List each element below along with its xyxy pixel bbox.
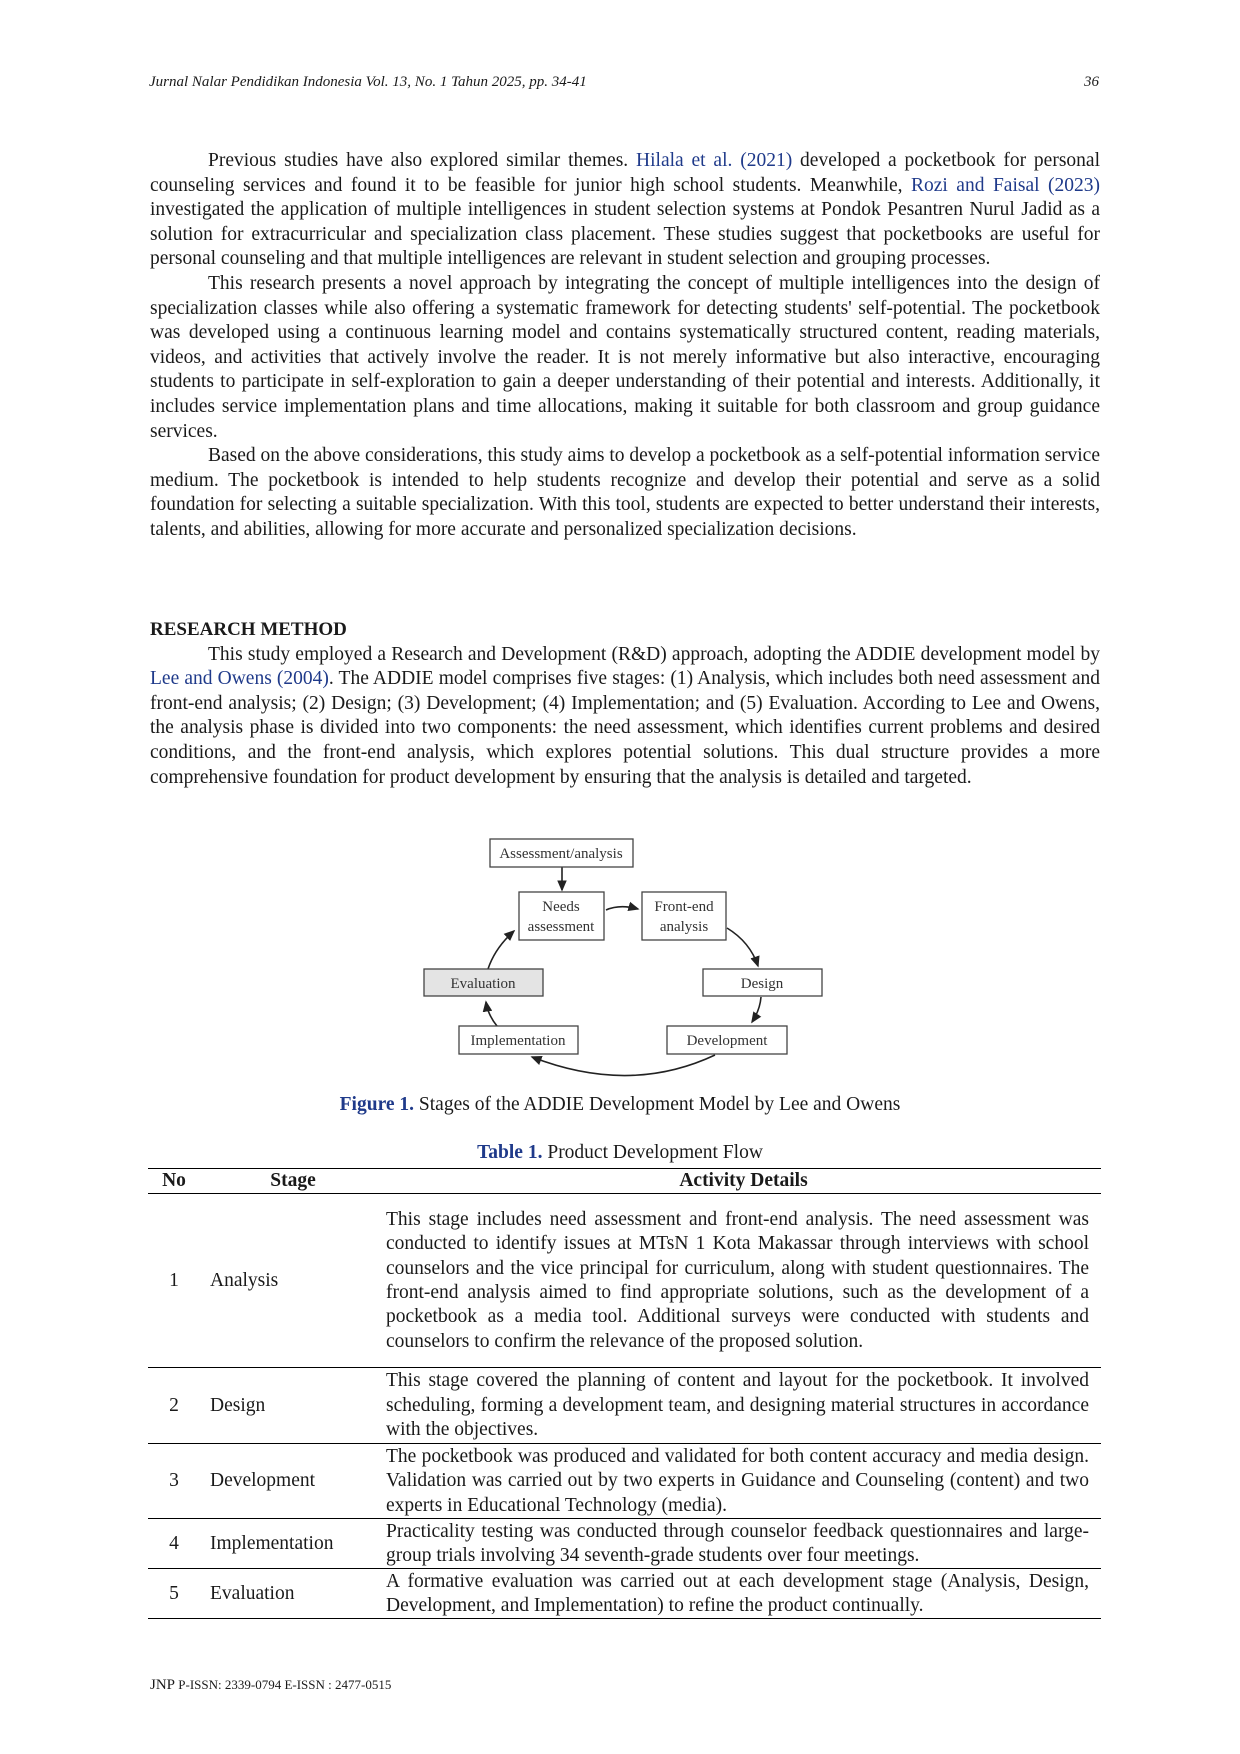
header-stage: Stage bbox=[200, 1167, 386, 1195]
caption-label: Figure 1. bbox=[339, 1094, 415, 1115]
paragraph: This study employed a Research and Devel… bbox=[150, 643, 1100, 791]
node-development-box bbox=[666, 1025, 788, 1055]
paragraph: Previous studies have also explored simi… bbox=[150, 149, 1100, 272]
page-number: 36 bbox=[1084, 74, 1099, 90]
node-frontend: analysis bbox=[660, 919, 708, 935]
citation-link[interactable]: Rozi and Faisal (2023) bbox=[911, 174, 1100, 196]
node-development: Development bbox=[687, 1033, 769, 1049]
node-assessment: Assessment/analysis bbox=[499, 846, 622, 862]
header-activity: Activity Details bbox=[386, 1167, 1101, 1195]
caption-text: Product Development Flow bbox=[542, 1142, 763, 1163]
cell-stage: Design bbox=[200, 1367, 386, 1445]
footer-issn-text: P-ISSN: 2339-0794 E-ISSN : 2477-0515 bbox=[175, 1677, 392, 1692]
cell-no: 3 bbox=[148, 1443, 200, 1520]
cell-activity: Practicality testing was conducted throu… bbox=[386, 1518, 1101, 1570]
text: developed a pocketbook for personal coun… bbox=[150, 150, 1100, 196]
node-evaluation-box bbox=[423, 968, 544, 997]
text: Previous studies have also explored simi… bbox=[208, 150, 637, 171]
citation-link[interactable]: Hilala et al. (2021) bbox=[636, 150, 793, 171]
table-caption: Table 1. Product Development Flow bbox=[0, 1142, 1240, 1164]
cell-no: 2 bbox=[148, 1367, 200, 1445]
cell-activity: This stage includes need assessment and … bbox=[386, 1193, 1101, 1369]
cell-stage: Evaluation bbox=[200, 1568, 386, 1620]
journal-header: Jurnal Nalar Pendidikan Indonesia Vol. 1… bbox=[149, 74, 587, 90]
node-evaluation: Evaluation bbox=[451, 976, 516, 992]
node-needs-box bbox=[518, 891, 605, 941]
text: . The ADDIE model comprises five stages:… bbox=[150, 668, 1100, 788]
cycle-arrows bbox=[482, 867, 762, 1077]
node-design-box bbox=[702, 968, 823, 997]
figure-caption: Figure 1. Stages of the ADDIE Developmen… bbox=[0, 1094, 1240, 1116]
paragraph: Based on the above considerations, this … bbox=[150, 445, 1100, 540]
cell-stage: Implementation bbox=[200, 1518, 386, 1570]
header-no: No bbox=[148, 1167, 200, 1195]
footer-issn: JNP P-ISSN: 2339-0794 E-ISSN : 2477-0515 bbox=[150, 1677, 391, 1694]
table-header-row: No Stage Activity Details bbox=[148, 1167, 1101, 1195]
cell-stage: Analysis bbox=[200, 1193, 386, 1369]
cell-activity: This stage covered the planning of conte… bbox=[386, 1367, 1101, 1445]
text: investigated the application of multiple… bbox=[150, 199, 1100, 270]
node-frontend-box bbox=[641, 891, 727, 941]
node-frontend: Front-end bbox=[654, 899, 714, 915]
caption-text: Stages of the ADDIE Development Model by… bbox=[414, 1094, 901, 1115]
cell-activity: The pocketbook was produced and validate… bbox=[386, 1443, 1101, 1520]
cell-no: 4 bbox=[148, 1518, 200, 1570]
method-section: RESEARCH METHOD This study employed a Re… bbox=[150, 618, 1100, 790]
node-implementation-box bbox=[458, 1025, 579, 1055]
node-needs: assessment bbox=[528, 919, 595, 935]
section-heading: RESEARCH METHOD bbox=[150, 619, 347, 640]
cell-no: 1 bbox=[148, 1193, 200, 1369]
caption-label: Table 1. bbox=[477, 1142, 543, 1163]
footer-brand: JNP bbox=[150, 1677, 176, 1693]
cell-no: 5 bbox=[148, 1568, 200, 1620]
addie-diagram: Assessment/analysis Needs assessment Fro… bbox=[423, 838, 823, 1077]
citation-link[interactable]: Lee and Owens (2004) bbox=[150, 668, 329, 690]
paragraph: This research presents a novel approach … bbox=[150, 272, 1100, 442]
node-implementation: Implementation bbox=[471, 1033, 566, 1049]
cell-stage: Development bbox=[200, 1443, 386, 1520]
intro-section: Previous studies have also explored simi… bbox=[150, 149, 1100, 543]
text: This study employed a Research and Devel… bbox=[208, 643, 1100, 665]
node-needs: Needs bbox=[542, 899, 580, 915]
node-design: Design bbox=[741, 976, 784, 992]
node-assessment-box bbox=[489, 838, 634, 868]
cell-activity: A formative evaluation was carried out a… bbox=[386, 1568, 1101, 1620]
